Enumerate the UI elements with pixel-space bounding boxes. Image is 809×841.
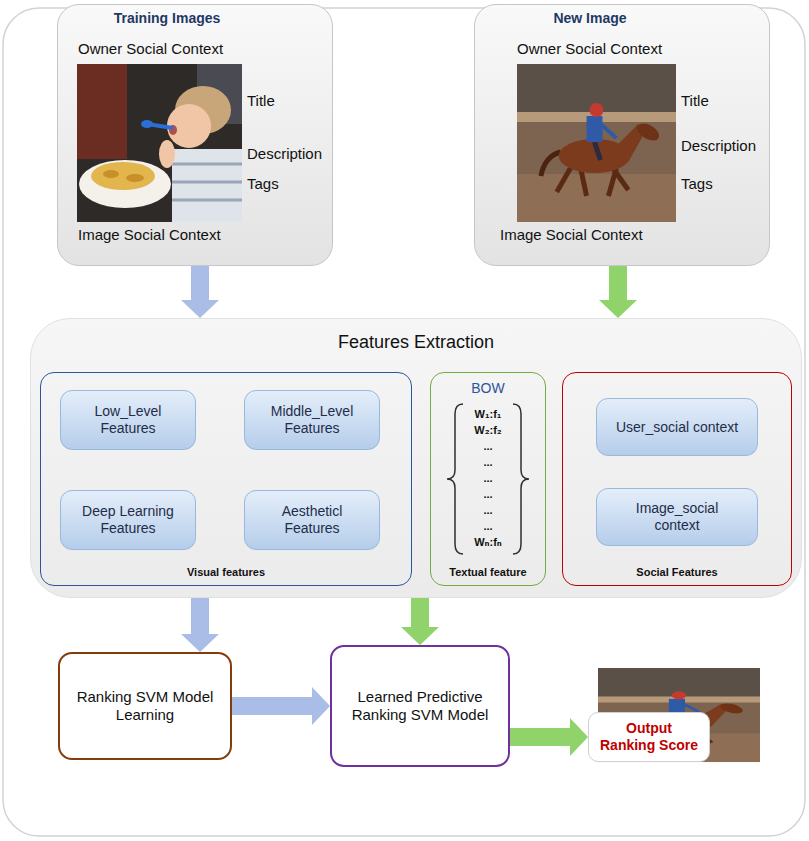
- group-label: Textual feature: [449, 566, 526, 579]
- spoon: [141, 120, 153, 128]
- field-label: Tags: [247, 175, 279, 193]
- stage-panel: Features ExtractionVisual features Low_Le…: [30, 318, 802, 598]
- photo-background: [77, 64, 242, 222]
- box-label: Aestheticl Features: [261, 503, 363, 537]
- feature-box: Middle_Level Features: [244, 390, 380, 450]
- process-box: Ranking SVM Model Learning: [58, 652, 232, 760]
- context-label: Image Social Context: [500, 226, 643, 244]
- group-label: Visual features: [187, 566, 265, 579]
- card-heading: Training Images: [114, 10, 221, 27]
- output-box: Output Ranking Score: [588, 712, 710, 762]
- plate: [79, 160, 171, 208]
- process-box: Learned Predictive Ranking SVM Model: [330, 645, 510, 767]
- field-label: Title: [681, 92, 709, 110]
- bow-entry: ...: [483, 456, 492, 469]
- box-label: Learned Predictive Ranking SVM Model: [346, 688, 494, 724]
- feature-box: Low_Level Features: [60, 390, 196, 450]
- box-label: User_social context: [616, 419, 738, 436]
- field-label: Description: [681, 137, 756, 155]
- shirt-stripe: [172, 181, 242, 184]
- flow-arrow: [401, 598, 439, 645]
- shirt-stripe: [172, 199, 242, 202]
- box-label: Middle_Level Features: [261, 403, 363, 437]
- horse-photo: [517, 64, 676, 222]
- new-photo: [517, 64, 676, 222]
- feature-box: Image_social context: [596, 488, 758, 546]
- food: [103, 170, 119, 178]
- box-label: Output Ranking Score: [597, 720, 701, 754]
- bow-heading: BOW: [471, 380, 504, 397]
- right-brace: [513, 404, 529, 554]
- bow-entry: Wₙ:fₙ: [474, 536, 502, 549]
- feature-box: Aestheticl Features: [244, 490, 380, 550]
- context-label: Owner Social Context: [78, 40, 223, 58]
- child-face: [167, 104, 211, 148]
- card-heading: New Image: [553, 10, 626, 27]
- feature-box: User_social context: [596, 398, 758, 456]
- bow-entry: ...: [483, 488, 492, 501]
- bow-entry: ...: [483, 520, 492, 533]
- panel-title: Features Extraction: [338, 332, 494, 354]
- bow-entry: W₁:f₁: [475, 408, 502, 421]
- image-card: New ImageOwner Social ContextTitleDescri…: [474, 4, 770, 266]
- bow-entry: ...: [483, 472, 492, 485]
- feature-group: Social Features User_social contextImage_…: [562, 372, 792, 586]
- box-label: Image_social context: [613, 500, 741, 534]
- box-label: Ranking SVM Model Learning: [74, 688, 216, 724]
- food: [126, 174, 144, 182]
- field-label: Title: [247, 92, 275, 110]
- photo-booth: [77, 64, 127, 159]
- feature-group: Visual features Low_Level Features Middle_…: [40, 372, 412, 586]
- flow-arrow: [181, 598, 219, 652]
- group-label: Social Features: [636, 566, 717, 579]
- box-label: Deep Learning Features: [77, 503, 179, 537]
- field-label: Tags: [681, 175, 713, 193]
- flow-arrow: [181, 266, 219, 318]
- training-photo: [77, 64, 242, 222]
- box-label: Low_Level Features: [77, 403, 179, 437]
- bow-entry: ...: [483, 440, 492, 453]
- field-label: Description: [247, 145, 322, 163]
- flow-arrow: [232, 687, 330, 725]
- flow-arrow: [599, 266, 637, 318]
- context-label: Owner Social Context: [517, 40, 662, 58]
- left-brace: [447, 404, 463, 554]
- feature-group: BOW W₁:f₁ W₂:f₂.................. Wₙ:fₙText…: [430, 372, 546, 586]
- bow-entry: W₂:f₂: [474, 424, 501, 437]
- shirt-stripe: [172, 163, 242, 166]
- food: [91, 162, 155, 190]
- bow-entry: ...: [483, 504, 492, 517]
- child-shirt: [172, 149, 242, 222]
- flow-arrow: [510, 718, 588, 756]
- image-card: Training ImagesOwner Social ContextTitle…: [57, 4, 333, 266]
- child-arm: [159, 140, 175, 168]
- context-label: Image Social Context: [78, 226, 221, 244]
- feature-box: Deep Learning Features: [60, 490, 196, 550]
